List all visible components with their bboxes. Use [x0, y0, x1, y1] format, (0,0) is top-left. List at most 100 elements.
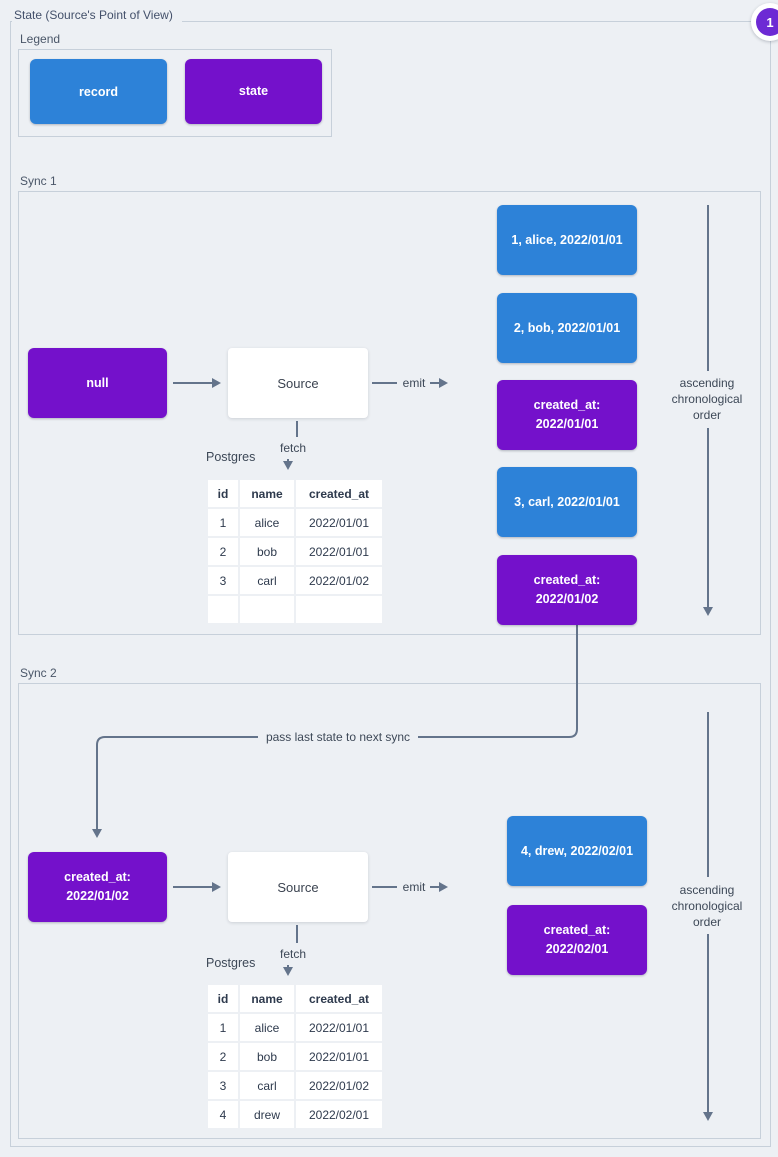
sync1-emit-label: emit: [402, 376, 426, 390]
cell-created-at: 2022/01/01: [296, 538, 382, 565]
sync1-source-label: Source: [277, 375, 319, 391]
state-node-2022-02-01: created_at: 2022/02/01: [507, 905, 647, 975]
cell-name: carl: [240, 567, 294, 594]
table-row: 4 drew 2022/02/01: [208, 1101, 382, 1128]
column-header-created-at: created_at: [296, 480, 382, 507]
sync1-panel: [18, 191, 761, 635]
table-row: 3 carl 2022/01/02: [208, 1072, 382, 1099]
sync2-input-state-node: created_at: 2022/01/02: [28, 852, 167, 922]
cell-created-at: 2022/01/01: [296, 1043, 382, 1070]
table-header-row: id name created_at: [208, 985, 382, 1012]
table-row: 1 alice 2022/01/01: [208, 1014, 382, 1041]
cell-id: 2: [208, 1043, 238, 1070]
legend-state-label: state: [238, 84, 269, 98]
state-node-line: 2022/02/01: [545, 942, 609, 956]
record-node-bob-label: 2, bob, 2022/01/01: [513, 321, 621, 335]
pass-state-line-right: [418, 625, 578, 738]
sync2-emit-label: emit: [402, 880, 426, 894]
column-header-name: name: [240, 985, 294, 1012]
pass-state-arrow-left: [92, 736, 258, 838]
sync2-order-line1: ascending: [679, 883, 735, 897]
record-node-bob: 2, bob, 2022/01/01: [497, 293, 637, 363]
state-node-2022-01-01: created_at: 2022/01/01: [497, 380, 637, 450]
cell-name: [240, 596, 294, 623]
sync2-order-line3: order: [692, 915, 721, 929]
cell-id: 3: [208, 1072, 238, 1099]
sync2-source-node: Source: [228, 852, 368, 922]
column-header-id: id: [208, 480, 238, 507]
sync1-order-label: ascending chronological order: [652, 375, 762, 423]
cell-id: [208, 596, 238, 623]
cell-name: carl: [240, 1072, 294, 1099]
column-header-created-at: created_at: [296, 985, 382, 1012]
sync2-title: Sync 2: [20, 666, 57, 680]
cell-name: alice: [240, 509, 294, 536]
cell-created-at: [296, 596, 382, 623]
record-node-alice: 1, alice, 2022/01/01: [497, 205, 637, 275]
table-row-empty: [208, 596, 382, 623]
legend-title: Legend: [20, 32, 61, 46]
sync1-order-line1: ascending: [679, 376, 735, 390]
legend-record-swatch: record: [30, 59, 167, 124]
column-header-name: name: [240, 480, 294, 507]
sync2-fetch-label: fetch: [279, 947, 307, 961]
cell-name: drew: [240, 1101, 294, 1128]
sync2-postgres-table: id name created_at 1 alice 2022/01/01 2 …: [206, 983, 384, 1130]
cell-id: 1: [208, 509, 238, 536]
cell-name: bob: [240, 538, 294, 565]
cell-created-at: 2022/01/01: [296, 509, 382, 536]
pass-state-label: pass last state to next sync: [265, 730, 411, 744]
record-node-carl: 3, carl, 2022/01/01: [497, 467, 637, 537]
sync2-postgres-label: Postgres: [206, 956, 256, 970]
cell-created-at: 2022/01/02: [296, 567, 382, 594]
table-row: 1 alice 2022/01/01: [208, 509, 382, 536]
sync2-source-label: Source: [277, 879, 319, 895]
cell-created-at: 2022/01/01: [296, 1014, 382, 1041]
cell-created-at: 2022/01/02: [296, 1072, 382, 1099]
page-title: State (Source's Point of View): [12, 8, 182, 27]
sync1-fetch-label: fetch: [279, 441, 307, 455]
column-header-id: id: [208, 985, 238, 1012]
state-pov-container: [10, 21, 771, 1147]
table-row: 3 carl 2022/01/02: [208, 567, 382, 594]
cell-id: 4: [208, 1101, 238, 1128]
sync1-order-line3: order: [692, 408, 721, 422]
legend-record-label: record: [79, 84, 118, 99]
record-node-drew: 4, drew, 2022/02/01: [507, 816, 647, 886]
state-node-line: 2022/01/02: [535, 592, 599, 606]
sync1-source-node: Source: [228, 348, 368, 418]
sync1-input-state-node: null: [28, 348, 167, 418]
cell-id: 2: [208, 538, 238, 565]
table-row: 2 bob 2022/01/01: [208, 1043, 382, 1070]
sync1-postgres-label: Postgres: [206, 450, 256, 464]
state-node-line: created_at:: [533, 573, 601, 587]
sync2-panel: [18, 683, 761, 1139]
sync1-input-state-label: null: [86, 375, 109, 390]
cell-id: 1: [208, 1014, 238, 1041]
record-node-alice-label: 1, alice, 2022/01/01: [511, 233, 623, 247]
sync1-title: Sync 1: [20, 174, 57, 188]
table-header-row: id name created_at: [208, 480, 382, 507]
state-node-2022-01-02: created_at: 2022/01/02: [497, 555, 637, 625]
state-node-line: created_at:: [543, 923, 611, 937]
state-node-line: 2022/01/01: [535, 417, 599, 431]
sync2-input-state-line: created_at:: [64, 870, 131, 884]
table-row: 2 bob 2022/01/01: [208, 538, 382, 565]
sync2-order-line2: chronological: [671, 899, 743, 913]
cell-name: alice: [240, 1014, 294, 1041]
step-badge-label: 1: [766, 14, 774, 30]
legend-panel: [18, 49, 332, 137]
cell-created-at: 2022/02/01: [296, 1101, 382, 1128]
cell-id: 3: [208, 567, 238, 594]
step-badge: 1: [751, 3, 778, 41]
sync2-input-state-line: 2022/01/02: [66, 889, 129, 903]
record-node-carl-label: 3, carl, 2022/01/01: [514, 495, 620, 509]
step-badge-number: 1: [756, 8, 778, 36]
state-node-line: created_at:: [533, 398, 601, 412]
record-node-drew-label: 4, drew, 2022/02/01: [520, 844, 634, 858]
cell-name: bob: [240, 1043, 294, 1070]
legend-state-swatch: state: [185, 59, 322, 124]
sync2-order-label: ascending chronological order: [652, 882, 762, 930]
